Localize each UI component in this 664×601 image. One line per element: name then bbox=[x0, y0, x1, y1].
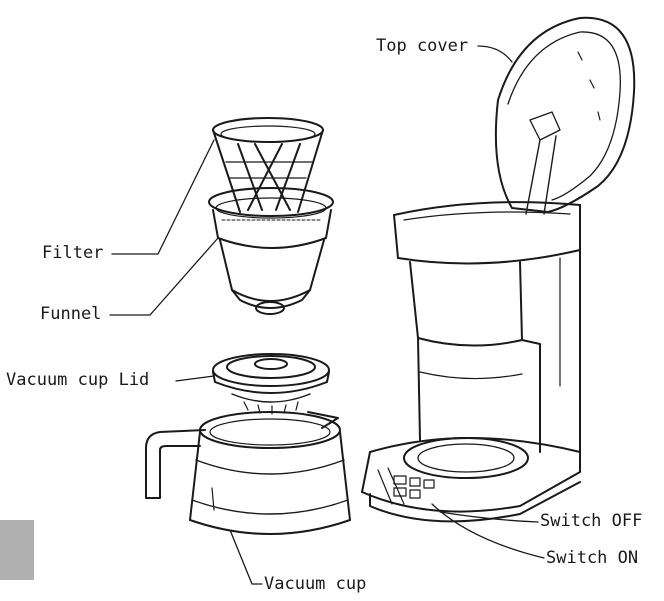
vacuum-cup-drawing bbox=[145, 411, 351, 535]
label-top-cover: Top cover bbox=[376, 36, 469, 56]
leader-lines bbox=[109, 45, 545, 585]
leader-vacuum-cup bbox=[229, 529, 263, 585]
leader-funnel bbox=[109, 237, 219, 316]
leader-vacuum-cup-lid bbox=[175, 375, 215, 382]
label-switch-on: Switch ON bbox=[546, 548, 639, 568]
coffee-machine-drawing bbox=[361, 16, 636, 523]
label-vacuum-cup-lid: Vacuum cup Lid bbox=[6, 370, 150, 390]
label-vacuum-cup: Vacuum cup bbox=[264, 574, 367, 594]
leader-switch-off bbox=[439, 511, 539, 523]
leader-top-cover bbox=[477, 45, 513, 63]
vacuum-cup-lid-drawing bbox=[212, 353, 330, 415]
funnel-drawing bbox=[208, 187, 334, 315]
label-funnel: Funnel bbox=[40, 304, 102, 324]
label-filter: Filter bbox=[42, 243, 104, 263]
label-switch-off: Switch OFF bbox=[540, 511, 643, 531]
leader-filter bbox=[111, 139, 215, 255]
grey-marker-box bbox=[0, 520, 34, 580]
leader-switch-on bbox=[431, 503, 545, 559]
